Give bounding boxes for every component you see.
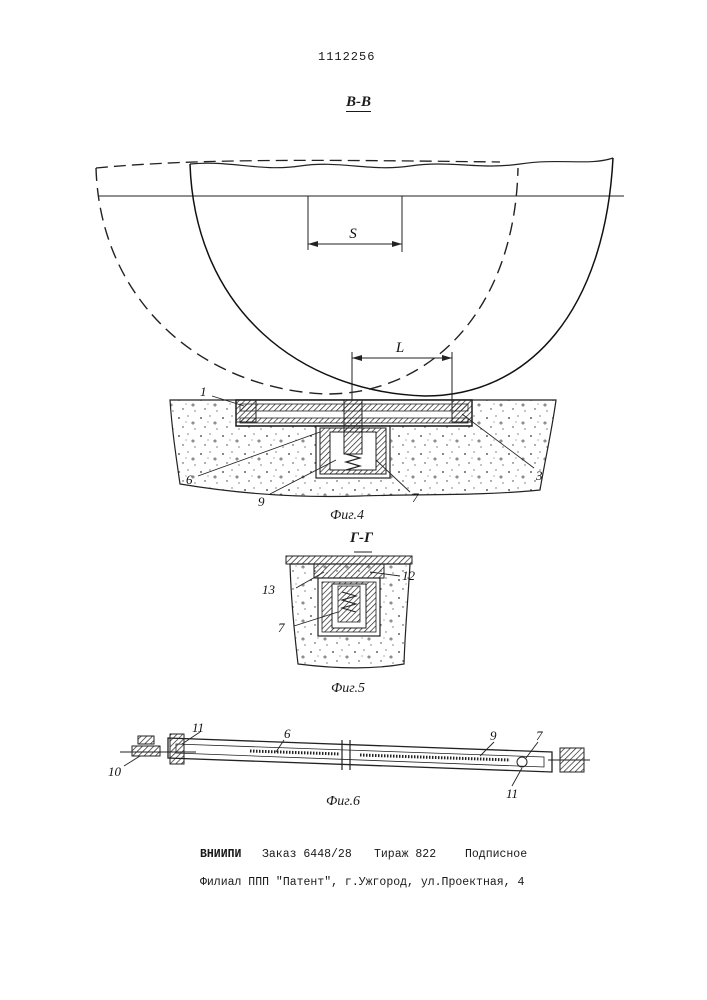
fig6-label-11-bottom: 11 <box>506 786 518 801</box>
footer-print-run: Тираж 822 <box>374 848 436 861</box>
wheel-dashed-outline <box>96 168 518 394</box>
footer-subscription: Подписное <box>465 848 527 861</box>
fig5-label-7: 7 <box>278 620 285 635</box>
fig6-label-9: 9 <box>490 728 497 743</box>
figure-5: 13 12 7 <box>262 552 416 668</box>
fig4-label-6: 6 <box>186 472 193 487</box>
fig6-label-10: 10 <box>108 764 122 779</box>
wheel-solid-outline <box>190 158 613 396</box>
figure-4: S L <box>96 158 624 509</box>
fig5-label-13: 13 <box>262 582 276 597</box>
figure-4-caption: Фиг.4 <box>330 508 364 524</box>
fig6-label-7: 7 <box>536 728 543 743</box>
break-line <box>190 158 613 168</box>
fig4-label-3: 3 <box>535 468 543 483</box>
figure-6: 11 6 9 7 10 11 <box>108 720 590 801</box>
footer-address: Филиал ППП "Патент", г.Ужгород, ул.Проек… <box>200 876 524 889</box>
dimension-s: S <box>349 226 357 242</box>
fig4-label-9: 9 <box>258 494 265 509</box>
footer-order: Заказ 6448/28 <box>262 848 352 861</box>
footer-org: ВНИИПИ <box>200 848 241 861</box>
figure-6-caption: Фиг.6 <box>326 794 360 810</box>
fig6-label-6: 6 <box>284 726 291 741</box>
figure-5-caption: Фиг.5 <box>331 681 365 697</box>
fig6-label-11-top: 11 <box>192 720 204 735</box>
dimension-l: L <box>395 340 404 356</box>
fig5-label-12: 12 <box>402 568 416 583</box>
section-label-g-g: Г-Г <box>350 530 373 547</box>
fig4-label-7: 7 <box>412 490 419 505</box>
fig4-label-1: 1 <box>200 384 207 399</box>
